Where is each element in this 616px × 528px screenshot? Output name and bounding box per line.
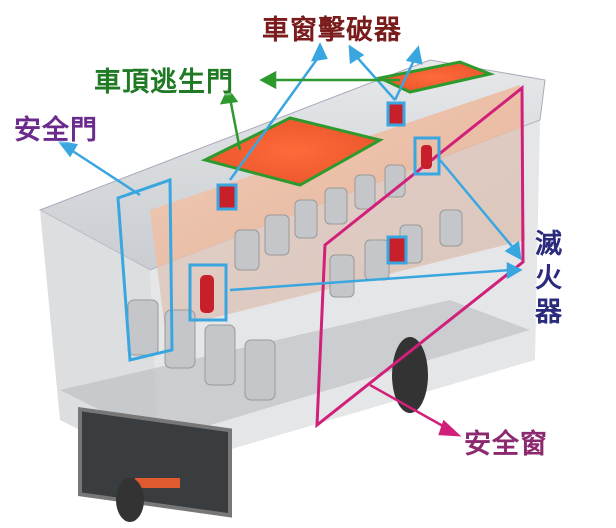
rear-window (78, 406, 232, 518)
label-window-breaker: 車窗擊破器 (262, 15, 402, 46)
seats (127, 164, 463, 401)
wheel (116, 478, 144, 522)
bus-floor (60, 300, 530, 440)
label-emergency-window: 安全窗 (464, 429, 548, 460)
fire-extinguisher-icons (188, 136, 441, 322)
label-roof-hatch: 車頂逃生門 (94, 67, 234, 98)
pointer-arrows (57, 42, 523, 292)
rear-plate (135, 478, 180, 488)
label-fire-extinguisher: 滅火器 (535, 229, 563, 328)
emergency-window-arrow (369, 383, 462, 437)
label-emergency-door: 安全門 (14, 115, 98, 146)
emergency-door-frame (116, 177, 174, 362)
wheel (392, 337, 428, 413)
roof-hatch-rear (200, 116, 385, 187)
roof-hatch-arrows (219, 70, 400, 151)
emergency-window-frame (315, 84, 525, 429)
window-breaker-icons (216, 101, 408, 265)
